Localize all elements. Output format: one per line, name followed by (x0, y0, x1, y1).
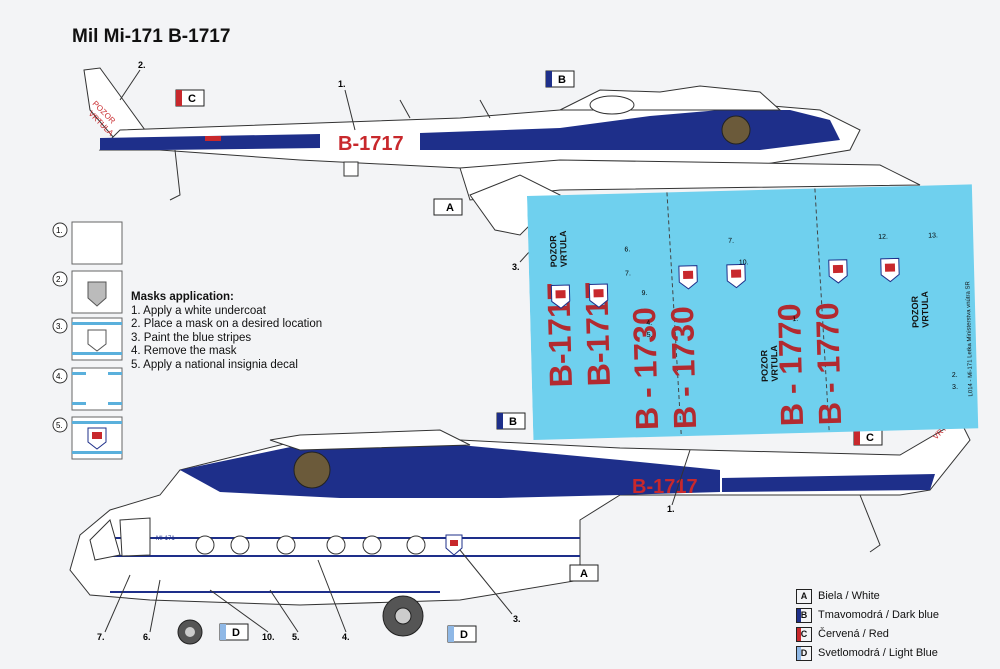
mask-step: 4. Remove the mask (131, 345, 237, 357)
callout-top-1: 1. (338, 79, 346, 89)
decal-sheet-svg: B-1717 B-1717 POZOR VRTULA B - 1730 B - … (526, 184, 979, 441)
callout-4: 4. (342, 632, 350, 642)
mask-icons: 1. 2. 3. 4. 5. (52, 221, 123, 460)
decal-pozor-3: POZOR (910, 295, 921, 328)
legend-label-b: Tmavomodrá / Dark blue (818, 609, 940, 621)
top-helicopter: POZOR VRTULA B-1717 2. 1. 3. C B A (83, 60, 921, 272)
mask-icon-label-1: 1. (56, 226, 63, 235)
page-title: Mil Mi-171 B-1717 (72, 26, 231, 47)
decal-vrtula-1: VRTULA (558, 230, 569, 267)
decal-reg-3a: B - 1770 (771, 303, 810, 427)
callout-6: 6. (143, 632, 151, 642)
legend-row-a: A Biela / White (796, 588, 939, 604)
code-c-top: C (188, 93, 196, 105)
decal-num: 9. (641, 290, 647, 297)
code-a-top: A (446, 202, 454, 214)
decal-num: 2. (952, 372, 958, 379)
decal-num: 4. (646, 320, 652, 327)
legend-row-c: C Červená / Red (796, 626, 939, 642)
decal-num: 6. (624, 246, 630, 253)
decal-num: 10. (739, 259, 749, 266)
decal-vrtula-2: VRTULA (769, 345, 780, 382)
mask-step: 1. Apply a white undercoat (131, 304, 266, 317)
mask-step: 5. Apply a national insignia decal (131, 358, 298, 371)
registration-bottom: B-1717 (632, 476, 698, 498)
bottom-helicopter: B-1717 MI-171 POZOR VRTULA 7. 6. 10. 5. … (69, 405, 971, 645)
code-d-2: D (460, 629, 468, 641)
side-label: MI-171 (156, 536, 175, 542)
callout-3-bottom: 3. (513, 614, 521, 624)
mask-step: 3. Paint the blue stripes (131, 331, 252, 344)
decal-reg-2a: B - 1730 (626, 307, 665, 431)
code-b-bottom: B (509, 416, 517, 428)
decal-num: 13. (928, 232, 938, 239)
legend-swatch-a: A (796, 588, 812, 604)
legend-label-a: Biela / White (818, 590, 880, 602)
mask-icon-label-5: 5. (56, 421, 63, 430)
code-d-1: D (232, 627, 240, 639)
code-b-top: B (558, 74, 566, 86)
decal-sheet-side-text: L014 - Mi-171 Letka Ministerstva vnútra … (965, 280, 974, 396)
decal-num: 3. (952, 384, 958, 391)
callout-7: 7. (97, 632, 105, 642)
decal-sheet: B-1717 B-1717 POZOR VRTULA B - 1730 B - … (526, 182, 990, 441)
legend-swatch-b: B (796, 607, 812, 623)
legend-swatch-d: D (796, 645, 812, 661)
masks-heading: Masks application: (131, 291, 234, 303)
decal-num: 7. (625, 270, 631, 277)
masks-instructions: Masks application: 1. Apply a white unde… (131, 291, 322, 372)
decal-num: 5. (647, 332, 653, 339)
decal-vrtula-3: VRTULA (920, 291, 931, 328)
decal-num: 12. (878, 234, 888, 241)
legend-swatch-c: C (796, 626, 812, 642)
mask-step: 2. Place a mask on a desired location (131, 318, 323, 330)
mask-icon-label-2: 2. (56, 275, 63, 284)
callout-10: 10. (262, 632, 275, 642)
legend-label-d: Svetlomodrá / Light Blue (818, 647, 938, 659)
code-a-bottom: A (580, 568, 588, 580)
decal-reg-3b: B - 1770 (809, 302, 848, 426)
decal-num: 1. (792, 316, 798, 323)
callout-1-bottom: 1. (667, 504, 675, 514)
callout-top-2: 2. (138, 60, 146, 70)
mask-icon-label-3: 3. (56, 322, 63, 331)
mask-icon-label-4: 4. (56, 372, 63, 381)
decal-pozor-1: POZOR (548, 235, 559, 268)
callout-top-3: 3. (512, 262, 520, 272)
code-c-bottom: C (866, 432, 874, 444)
legend-row-b: B Tmavomodrá / Dark blue (796, 607, 939, 623)
registration-top: B-1717 (338, 133, 404, 155)
legend-label-c: Červená / Red (818, 628, 889, 640)
callout-5: 5. (292, 632, 300, 642)
decal-reg-2b: B - 1730 (664, 306, 703, 430)
color-legend: A Biela / White B Tmavomodrá / Dark blue… (796, 588, 939, 664)
decal-pozor-2: POZOR (759, 349, 770, 382)
decal-num: 7. (728, 238, 734, 245)
legend-row-d: D Svetlomodrá / Light Blue (796, 645, 939, 661)
